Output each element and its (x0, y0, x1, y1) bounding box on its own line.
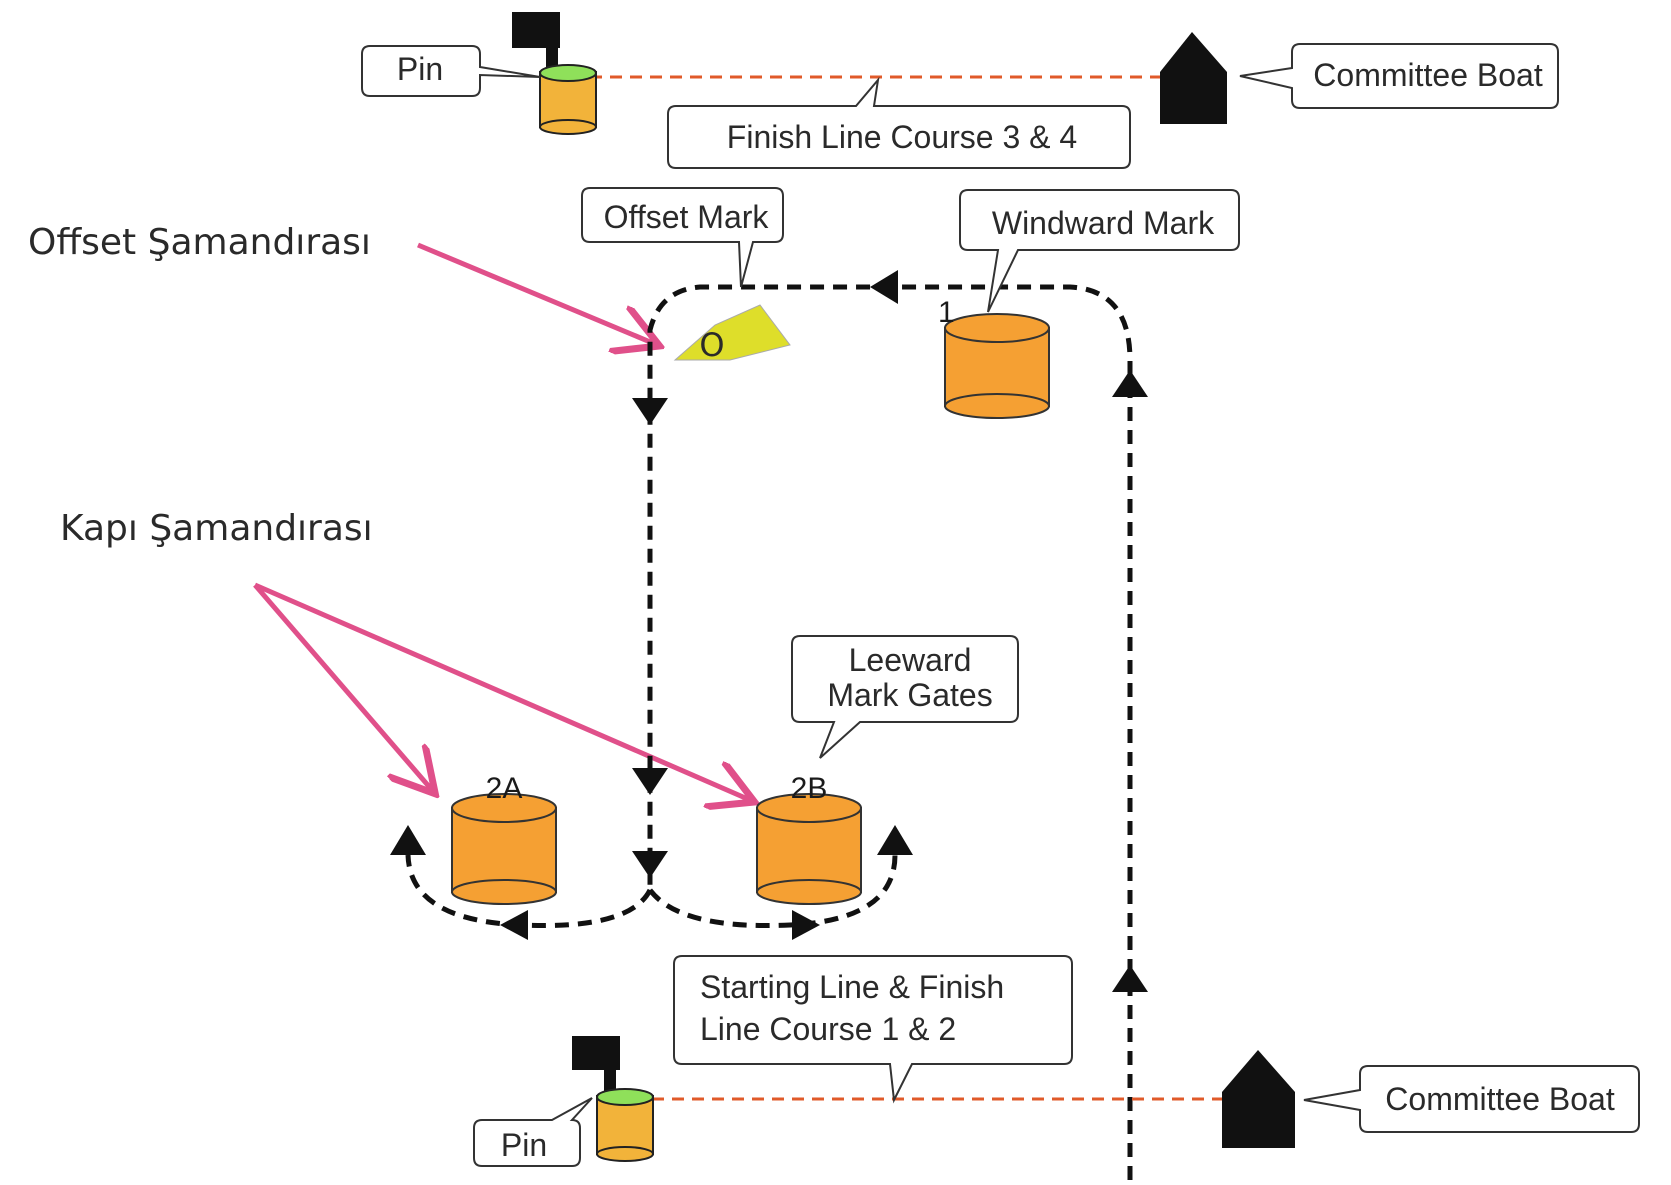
gate-annotation-arrow-2a (253, 583, 432, 790)
gate-annotation-label: Kapı Şamandırası (60, 508, 373, 549)
finish-callout: Finish Line Course 3 & 4 (667, 76, 1131, 169)
start-line-callout: Starting Line & Finish Line Course 1 & 2 (673, 955, 1073, 1104)
arrow-left-gate-icon (500, 910, 528, 940)
bottom-committee-callout: Committee Boat (1303, 1065, 1640, 1133)
top-pin-flag-icon (512, 12, 560, 72)
course-arrowheads (390, 270, 1148, 992)
top-committee-label: Committee Boat (1313, 57, 1543, 93)
bottom-pin-buoy (596, 1088, 654, 1162)
bottom-committee-boat-icon (1222, 1050, 1295, 1148)
bottom-pin-label: Pin (501, 1127, 547, 1163)
top-pin-label: Pin (397, 51, 443, 87)
arrow-right-gate-icon (792, 910, 820, 940)
leeward-callout-line1: Leeward (849, 642, 972, 678)
top-pin-callout: Pin (361, 45, 541, 97)
arrow-left-top-icon (870, 270, 898, 304)
finish-line-label: Finish Line Course 3 & 4 (727, 119, 1077, 155)
arrow-up-gate-b-icon (877, 825, 913, 855)
arrow-down-left-icon (632, 398, 668, 425)
start-line-label-line1: Starting Line & Finish (700, 969, 1004, 1005)
arrow-down-low-icon (632, 851, 668, 878)
bottom-committee-label: Committee Boat (1385, 1081, 1615, 1117)
gate-2a-label: 2A (486, 772, 523, 805)
top-committee-boat-icon (1160, 32, 1227, 124)
arrow-up-gate-a-icon (390, 825, 426, 855)
offset-annotation-arrow (417, 242, 655, 344)
offset-mark: O (673, 304, 791, 364)
bottom-pin-callout: Pin (473, 1097, 593, 1167)
windward-mark-number: 1 (938, 296, 955, 329)
start-line-label-line2: Line Course 1 & 2 (700, 1011, 956, 1047)
offset-mark-letter: O (699, 326, 724, 364)
top-committee-callout: Committee Boat (1239, 43, 1559, 109)
top-finish-line-group: Pin Committee Boat Finish Line Course 3 … (361, 12, 1559, 169)
offset-annotation-label: Offset Şamandırası (28, 222, 371, 263)
offset-callout-label: Offset Mark (604, 199, 770, 235)
leeward-callout-line2: Mark Gates (827, 677, 992, 713)
leeward-callout: Leeward Mark Gates (791, 635, 1019, 759)
arrow-down-mid-icon (632, 768, 668, 795)
bottom-start-line-group: Pin Committee Boat Starting Line & Finis… (473, 955, 1640, 1167)
arrow-up-bottom-icon (1112, 965, 1148, 992)
gate-mark-2b: 2B (756, 772, 862, 905)
arrow-up-right-icon (1112, 370, 1148, 397)
gate-2b-label: 2B (791, 772, 828, 805)
bottom-pin-flag-icon (572, 1036, 620, 1098)
gate-mark-2a: 2A (451, 772, 557, 905)
offset-callout: Offset Mark (581, 187, 784, 288)
windward-mark: 1 (938, 296, 1050, 419)
windward-callout: Windward Mark (959, 189, 1240, 313)
windward-callout-label: Windward Mark (992, 205, 1215, 241)
gate-annotation-arrow-2b (254, 582, 750, 800)
top-pin-buoy (539, 64, 597, 135)
